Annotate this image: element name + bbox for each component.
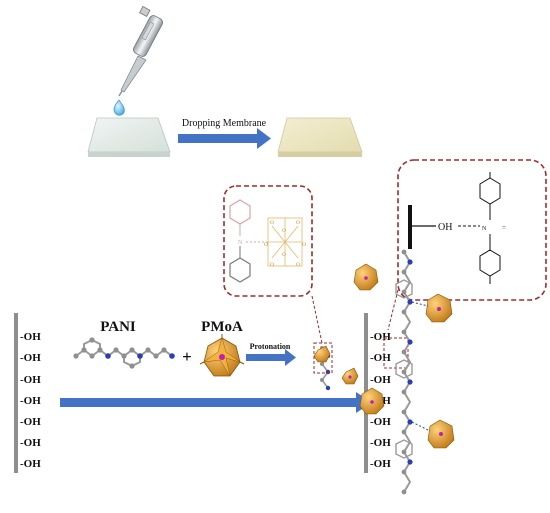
- pani-label: PANI: [100, 319, 136, 335]
- pmoa-cluster-icon: [425, 293, 453, 323]
- zoom-o-label: O: [270, 262, 274, 268]
- small-zoom-box: [313, 342, 333, 374]
- pani-molecule-icon: [73, 337, 175, 369]
- protonated-fragment: [313, 345, 359, 391]
- zoom-o-label: O: [302, 242, 306, 248]
- pmoa-label: PMoA: [201, 319, 243, 335]
- oh-group: -OH: [20, 416, 41, 428]
- oh-group: -OH: [370, 352, 391, 364]
- main-arrow: [60, 392, 372, 413]
- zoom-n-right: N: [482, 226, 487, 232]
- oh-group: -OH: [20, 374, 41, 386]
- droplet-icon: [113, 99, 125, 116]
- oh-group: -OH: [20, 458, 41, 470]
- membrane-before: [87, 117, 171, 157]
- zoom-minus: =: [502, 224, 506, 232]
- pmoa-cluster-icon: [427, 419, 455, 449]
- protonation-label: Protonation: [250, 342, 291, 351]
- zoom-oh-label: OH: [438, 222, 452, 233]
- dropping-membrane-label: Dropping Membrane: [182, 118, 267, 129]
- oh-group: -OH: [370, 437, 391, 449]
- left-substrate: [14, 313, 18, 473]
- oh-group: -OH: [20, 395, 41, 407]
- oh-group: -OH: [20, 331, 41, 343]
- oh-group: -OH: [370, 416, 391, 428]
- left-oh-groups: -OH -OH -OH -OH -OH -OH -OH: [20, 331, 41, 470]
- right-oh-groups: -OH -OH -OH -OH -OH -OH -OH: [370, 331, 391, 470]
- protonation-arrow: [246, 349, 296, 366]
- zoom-n-label: N: [238, 240, 243, 246]
- oh-group: -OH: [370, 374, 391, 386]
- oh-group: -OH: [370, 458, 391, 470]
- zoom-o-label: O: [296, 220, 300, 226]
- dropping-arrow: [178, 128, 271, 149]
- zoom-o-label: O: [282, 252, 286, 258]
- zoom-o-label: O: [270, 220, 274, 226]
- pmoa-cluster-icon: [199, 334, 245, 377]
- zoom-o-label: O: [296, 262, 300, 268]
- pipette-icon: [118, 5, 164, 97]
- plus-sign: +: [182, 347, 192, 366]
- zoom-o-label: O: [282, 228, 286, 234]
- pani-chain-right: [395, 249, 413, 495]
- zoom-o-label: O: [264, 242, 268, 248]
- pmoa-cluster-icon: [359, 387, 385, 415]
- oh-group: -OH: [20, 352, 41, 364]
- zoom-bubble-right: OH N =: [387, 159, 547, 331]
- zoom-bubble-left: N O O O O O O O O: [223, 185, 323, 344]
- oh-group: -OH: [20, 437, 41, 449]
- pmoa-cluster-icon: [353, 263, 379, 291]
- membrane-after: [277, 117, 363, 157]
- oh-group: -OH: [370, 331, 391, 343]
